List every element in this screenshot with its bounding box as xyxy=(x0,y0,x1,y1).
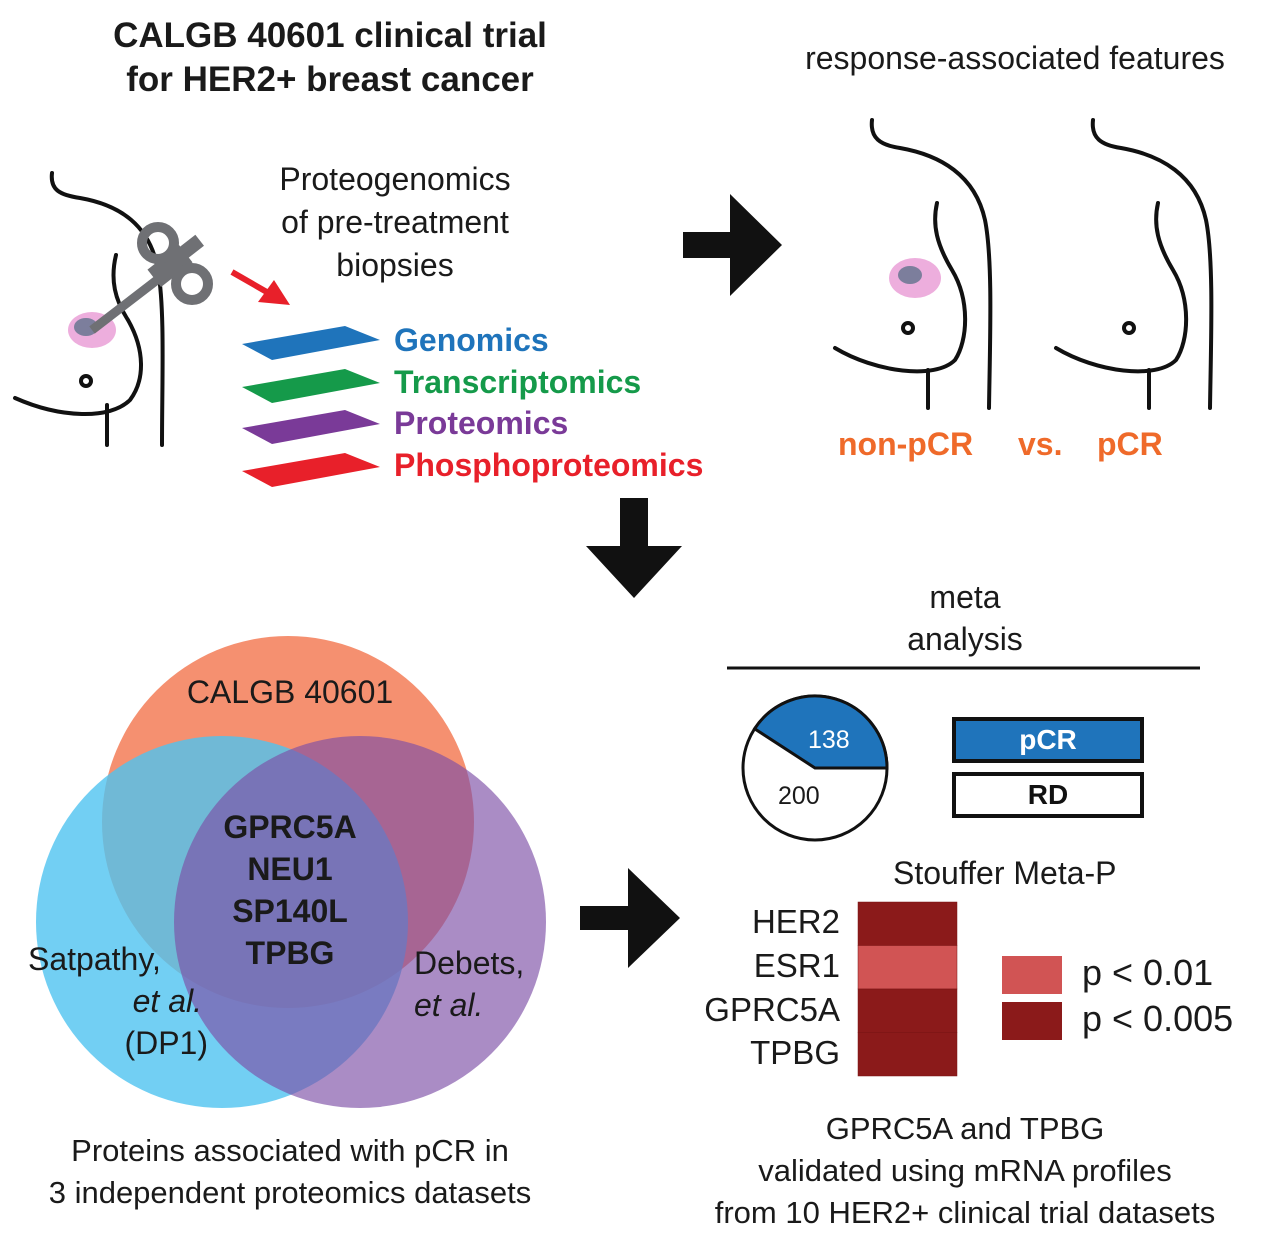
satpathy-line2: et al. xyxy=(132,983,202,1019)
gene-label: ESR1 xyxy=(753,947,840,984)
gene-label: GPRC5A xyxy=(704,991,840,1028)
torso-outline-nonpcr xyxy=(833,118,993,410)
venn-caption-line1: Proteins associated with pCR in xyxy=(71,1133,509,1168)
heatmap-cell-her2 xyxy=(857,901,958,946)
tumor-icon-right xyxy=(889,258,941,298)
biopsy-label: Proteogenomics of pre-treatment biopsies xyxy=(240,158,550,287)
biopsy-label-line1: Proteogenomics xyxy=(279,161,511,197)
heatmap-cell-esr1 xyxy=(857,945,958,990)
p-legend-swatch-01 xyxy=(1002,956,1062,994)
meta-analysis-title: meta analysis xyxy=(860,576,1070,660)
p-legend-label-01: p < 0.01 xyxy=(1082,952,1214,993)
arrow-right-bottom-icon xyxy=(580,868,680,968)
non-pcr-label: non-pCR xyxy=(838,426,974,462)
layer-proteomics xyxy=(242,410,380,444)
torso-outline-pcr xyxy=(1054,118,1214,410)
meta-caption-line3: from 10 HER2+ clinical trial datasets xyxy=(714,1195,1216,1230)
venn-caption: Proteins associated with pCR in 3 indepe… xyxy=(0,1130,580,1214)
meta-caption-line2: validated using mRNA profiles xyxy=(758,1153,1172,1188)
pie-chart xyxy=(741,694,889,842)
arrow-right-top-icon xyxy=(683,194,782,296)
heatmap-title: Stouffer Meta-P xyxy=(893,855,1117,891)
p-legend-swatch-005 xyxy=(1002,1002,1062,1040)
venn-intersection-genes: GPRC5A NEU1 SP140L TPBG xyxy=(190,806,390,974)
satpathy-line1: Satpathy, xyxy=(28,941,161,977)
main-title-line2: for HER2+ breast cancer xyxy=(126,60,534,99)
legend-pcr: pCR xyxy=(952,717,1144,763)
layer-phospho xyxy=(242,453,380,487)
intersection-gene: GPRC5A xyxy=(223,809,357,845)
layer-transcriptomics xyxy=(242,369,380,403)
venn-caption-line2: 3 independent proteomics datasets xyxy=(48,1175,532,1210)
venn-diagram xyxy=(36,636,546,1108)
omics-genomics-label: Genomics xyxy=(394,322,549,358)
omics-phospho-label: Phosphoproteomics xyxy=(394,447,704,483)
layer-genomics xyxy=(242,326,380,360)
heatmap-cell-tpbg xyxy=(857,1032,958,1077)
heatmap xyxy=(857,901,958,1077)
biopsy-label-line3: biopsies xyxy=(336,247,454,283)
gene-label: HER2 xyxy=(751,903,840,940)
meta-title-line1: meta xyxy=(929,579,1001,615)
meta-caption-line1: GPRC5A and TPBG xyxy=(825,1111,1105,1146)
biopsy-needle-icon xyxy=(89,222,213,334)
main-title: CALGB 40601 clinical trial for HER2+ bre… xyxy=(40,14,620,102)
intersection-gene: TPBG xyxy=(245,935,335,971)
p-legend-label-005: p < 0.005 xyxy=(1082,998,1234,1039)
omics-transcriptomics-label: Transcriptomics xyxy=(394,364,642,400)
legend-rd: RD xyxy=(952,772,1144,818)
response-features-title: response-associated features xyxy=(805,40,1225,76)
torso-outline-left xyxy=(13,171,165,447)
intersection-gene: SP140L xyxy=(232,893,348,929)
venn-label-debets: Debets, et al. xyxy=(414,942,544,1026)
omics-proteomics-label: Proteomics xyxy=(394,405,569,441)
pcr-label: pCR xyxy=(1097,426,1163,462)
vs-label: vs. xyxy=(1018,426,1063,462)
pie-pcr-value: 138 xyxy=(808,726,850,754)
pie-rd-value: 200 xyxy=(778,782,820,810)
biopsy-label-line2: of pre-treatment xyxy=(281,204,509,240)
debets-line2: et al. xyxy=(414,987,484,1023)
meta-title-line2: analysis xyxy=(907,621,1023,657)
pie-slice-pcr xyxy=(752,694,889,770)
omics-layer-shapes xyxy=(242,326,380,487)
debets-line1: Debets, xyxy=(414,945,525,981)
venn-label-satpathy: Satpathy, et al. (DP1) xyxy=(28,938,208,1064)
red-arrow-icon xyxy=(230,269,290,305)
meta-caption: GPRC5A and TPBG validated using mRNA pro… xyxy=(670,1108,1260,1234)
heatmap-cell-gprc5a xyxy=(857,988,958,1033)
venn-label-calgb: CALGB 40601 xyxy=(186,674,394,710)
satpathy-line3: (DP1) xyxy=(124,1025,208,1061)
main-title-line1: CALGB 40601 clinical trial xyxy=(113,16,547,55)
intersection-gene: NEU1 xyxy=(247,851,333,887)
gene-label: TPBG xyxy=(750,1034,840,1071)
arrow-down-icon xyxy=(586,498,682,598)
venn-set-debets xyxy=(174,736,546,1108)
